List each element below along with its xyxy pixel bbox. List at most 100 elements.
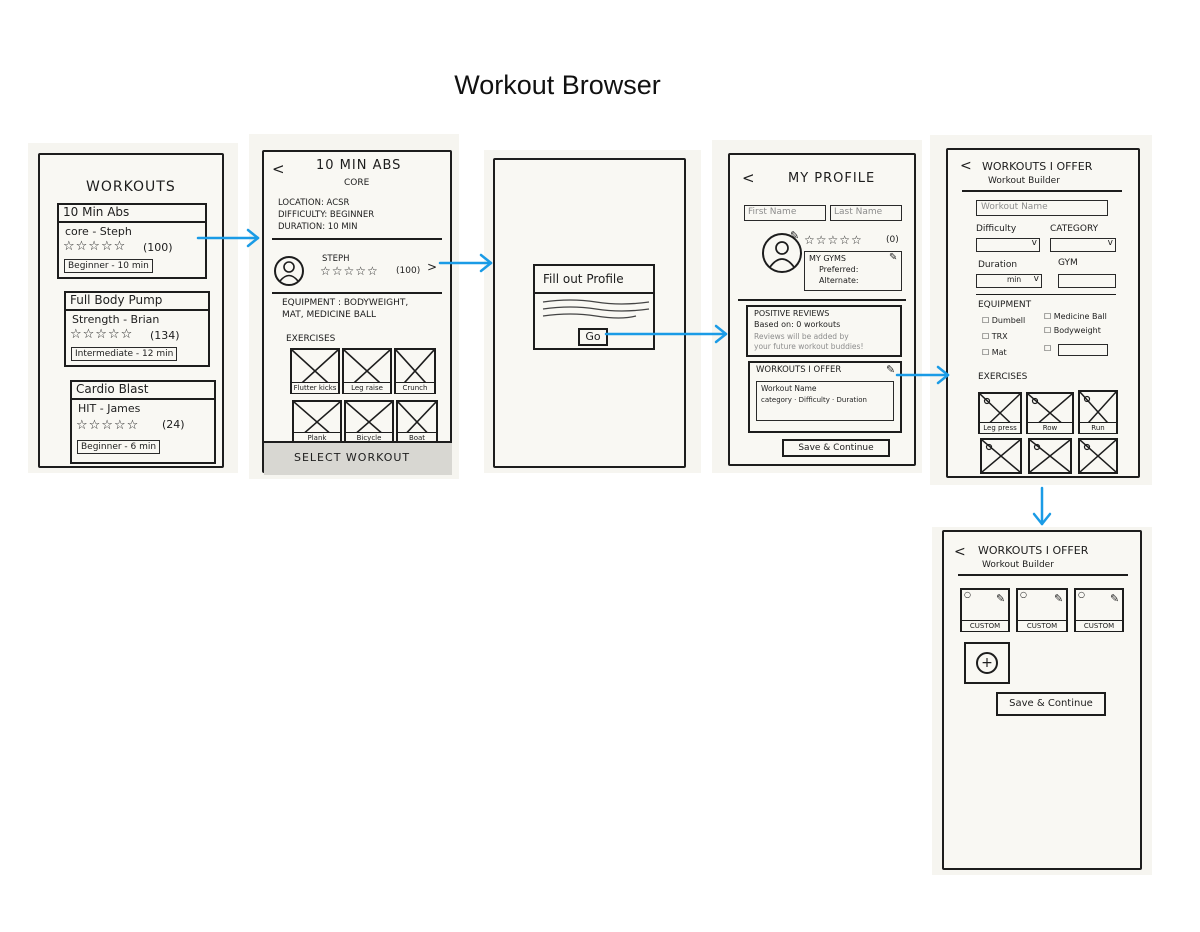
checkbox-medicine-ball[interactable]: ☐ Medicine Ball <box>1044 312 1107 321</box>
offer-item[interactable]: Workout Name category · Difficulty · Dur… <box>756 381 894 421</box>
profile-avatar[interactable] <box>762 233 802 273</box>
person-icon <box>279 261 299 282</box>
offer-title: WORKOUTS I OFFER <box>756 365 842 375</box>
divider <box>976 294 1116 295</box>
exercise-thumb[interactable]: Run <box>1078 390 1118 434</box>
card-divider <box>72 398 214 400</box>
checkbox-trx[interactable]: ☐ TRX <box>982 332 1008 341</box>
custom-workout-card[interactable]: ○ ✎ CUSTOM <box>1016 588 1068 632</box>
exercise-thumb[interactable]: Leg raise <box>342 348 392 394</box>
exercise-caption: Boat <box>398 432 436 443</box>
image-placeholder-icon <box>1080 440 1116 472</box>
checkbox-other[interactable]: ☐ <box>1044 344 1052 353</box>
duration-select[interactable]: min v <box>976 274 1042 288</box>
divider <box>958 574 1128 576</box>
go-button[interactable]: Go <box>578 328 608 346</box>
chevron-right-icon[interactable]: > <box>427 260 438 274</box>
trainer-avatar[interactable] <box>274 256 304 286</box>
edit-pencil-icon[interactable]: ✎ <box>889 252 898 263</box>
checkbox-bodyweight[interactable]: ☐ Bodyweight <box>1044 326 1101 335</box>
edit-pencil-icon[interactable]: ✎ <box>886 363 896 376</box>
chevron-down-icon: v <box>1033 274 1039 284</box>
screen-fill-profile: Fill out Profile Go <box>493 158 686 468</box>
exercise-thumb[interactable]: Row <box>1026 392 1074 434</box>
workouts-header: WORKOUTS <box>86 179 176 195</box>
back-icon[interactable]: < <box>272 160 285 178</box>
detail-location: LOCATION: ACSR <box>278 198 350 208</box>
custom-workout-card[interactable]: ○ ✎ CUSTOM <box>1074 588 1124 632</box>
workout-card[interactable]: Full Body Pump Strength - Brian ☆☆☆☆☆ (1… <box>64 291 210 367</box>
workout-card-title: Full Body Pump <box>70 293 163 307</box>
workout-card[interactable]: 10 Min Abs core - Steph ☆☆☆☆☆ (100) Begi… <box>57 203 207 279</box>
save-continue-button[interactable]: Save & Continue <box>782 439 890 457</box>
select-workout-button[interactable]: SELECT WORKOUT <box>264 441 452 475</box>
workouts-offer-box[interactable]: WORKOUTS I OFFER ✎ Workout Name category… <box>748 361 902 433</box>
exercise-thumb[interactable]: Boat <box>396 400 438 444</box>
exercise-caption: Plank <box>294 432 340 443</box>
trainer-name: STEPH <box>322 254 350 264</box>
rating-count: (0) <box>886 235 899 245</box>
back-icon[interactable]: < <box>960 158 972 174</box>
exercise-thumb[interactable]: Flutter kicks <box>290 348 340 394</box>
exercise-thumb[interactable] <box>980 438 1022 474</box>
image-placeholder-icon <box>982 440 1020 472</box>
last-name-field[interactable]: Last Name <box>830 205 902 221</box>
detail-title: 10 MIN ABS <box>316 158 402 173</box>
difficulty-select[interactable]: v <box>976 238 1040 252</box>
screen-workout-builder-custom: < WORKOUTS I OFFER Workout Builder ○ ✎ C… <box>942 530 1142 870</box>
checkbox-dumbell[interactable]: ☐ Dumbell <box>982 316 1026 325</box>
exercise-thumb[interactable] <box>1078 438 1118 474</box>
checkbox-mat[interactable]: ☐ Mat <box>982 348 1007 357</box>
screen-workouts-list: WORKOUTS 10 Min Abs core - Steph ☆☆☆☆☆ (… <box>38 153 224 468</box>
exercises-label: EXERCISES <box>286 334 336 344</box>
reviews-based: Based on: 0 workouts <box>754 320 841 329</box>
reviews-note-2: your future workout buddies! <box>754 342 864 351</box>
screen-workout-detail: < 10 MIN ABS CORE LOCATION: ACSR DIFFICU… <box>262 150 452 473</box>
workout-card-sub: core - Steph <box>65 225 132 238</box>
edit-pencil-icon[interactable]: ✎ <box>790 229 800 242</box>
chevron-down-icon: v <box>1031 238 1037 248</box>
category-select[interactable]: v <box>1050 238 1116 252</box>
custom-caption: CUSTOM <box>1018 620 1066 631</box>
exercise-caption: Run <box>1080 422 1116 433</box>
builder-title: WORKOUTS I OFFER <box>978 544 1089 557</box>
rating-stars: ☆☆☆☆☆ <box>804 233 863 247</box>
builder-subtitle: Workout Builder <box>988 176 1060 186</box>
gym-input[interactable] <box>1058 274 1116 288</box>
builder-title: WORKOUTS I OFFER <box>982 160 1093 173</box>
exercise-thumb[interactable]: Plank <box>292 400 342 444</box>
back-icon[interactable]: < <box>954 544 966 560</box>
other-equipment-input[interactable] <box>1058 344 1108 356</box>
screen-my-profile: < MY PROFILE First Name Last Name ✎ ☆☆☆☆… <box>728 153 916 466</box>
equipment-option: Medicine Ball <box>1053 312 1107 321</box>
save-continue-button[interactable]: Save & Continue <box>996 692 1106 716</box>
divider <box>738 299 906 301</box>
card-divider <box>59 221 205 223</box>
exercise-thumb[interactable]: Bicycle <box>344 400 394 444</box>
edit-pencil-icon[interactable]: ✎ <box>1110 592 1120 605</box>
equipment-option: Dumbell <box>991 316 1026 325</box>
exercise-thumb[interactable]: Leg press <box>978 392 1022 434</box>
equipment-line-2: MAT, MEDICINE BALL <box>282 310 377 320</box>
workout-card-sub: HIT - James <box>78 402 141 415</box>
back-icon[interactable]: < <box>742 169 755 187</box>
workout-card[interactable]: Cardio Blast HIT - James ☆☆☆☆☆ (24) Begi… <box>70 380 216 464</box>
custom-workout-card[interactable]: ○ ✎ CUSTOM <box>960 588 1010 632</box>
exercises-label: EXERCISES <box>978 372 1028 382</box>
builder-subtitle: Workout Builder <box>982 560 1054 570</box>
workout-name-input[interactable]: Workout Name <box>976 200 1108 216</box>
person-icon <box>769 241 795 268</box>
level-tag: Intermediate - 12 min <box>71 347 178 361</box>
rating-count: (100) <box>143 241 173 254</box>
difficulty-label: Difficulty <box>976 224 1017 234</box>
exercise-thumb[interactable] <box>1028 438 1072 474</box>
detail-difficulty: DIFFICULTY: BEGINNER <box>278 210 375 220</box>
equipment-label: EQUIPMENT <box>978 300 1032 310</box>
add-workout-button[interactable]: + <box>964 642 1010 684</box>
select-workout-label: SELECT WORKOUT <box>294 451 411 464</box>
edit-pencil-icon[interactable]: ✎ <box>996 592 1006 605</box>
edit-pencil-icon[interactable]: ✎ <box>1054 592 1064 605</box>
exercise-thumb[interactable]: Crunch <box>394 348 436 394</box>
first-name-field[interactable]: First Name <box>744 205 826 221</box>
exercise-caption: Bicycle <box>346 432 392 443</box>
